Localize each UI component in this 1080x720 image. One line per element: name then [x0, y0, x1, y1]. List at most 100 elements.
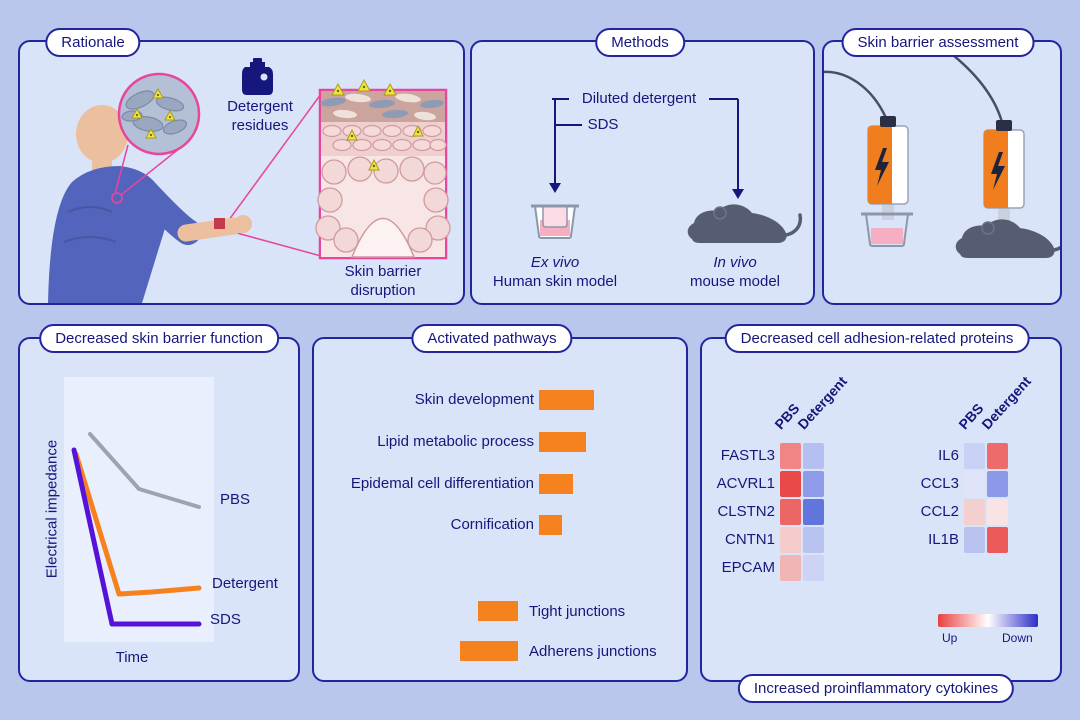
gene-label: ACVRL1	[716, 475, 775, 492]
gene-label: CCL2	[920, 503, 959, 520]
skin-cross-section-image	[315, 78, 451, 260]
treatment2-label: SDS	[587, 116, 619, 133]
heatmap-cell	[780, 443, 801, 469]
pathways-panel: Skin development Lipid metabolic process…	[312, 337, 688, 682]
series-label-sds: SDS	[210, 611, 241, 628]
heatmap-cell	[803, 555, 824, 581]
series-label-pbs: PBS	[220, 491, 251, 508]
heatmap-row: CLSTN2	[710, 499, 826, 525]
sds-line	[71, 447, 202, 627]
heatmap-cell	[987, 527, 1008, 553]
detergent-residues-label: Detergent residues	[227, 98, 293, 134]
heatmap-row: ACVRL1	[710, 471, 826, 497]
barrier-function-title: Decreased skin barrier function	[39, 324, 279, 353]
skin-disruption-label: Skin barrier disruption	[344, 263, 422, 299]
methods-panel: Diluted detergent SDS Ex vivo Human skin…	[470, 40, 815, 305]
person-illustration	[48, 105, 252, 303]
impedance-probe-exvivo	[867, 116, 909, 220]
heatmap-cell	[964, 499, 985, 525]
pathway-bar	[539, 515, 562, 535]
pathway-label: Epidemal cell differentiation	[350, 475, 534, 492]
treatment-flow-lines	[552, 98, 739, 190]
legend-gradient	[938, 614, 1038, 627]
junction-bar	[478, 601, 518, 621]
gene-label: IL6	[938, 447, 959, 464]
column-header-detergent: Detergent	[978, 373, 1034, 433]
wrist-marker	[214, 218, 225, 229]
assessment-panel	[822, 40, 1062, 305]
pathway-label: Skin development	[414, 391, 534, 408]
magnified-skin-circle	[117, 72, 201, 156]
invivo-italic: In vivo	[713, 254, 757, 271]
pathway-label: Cornification	[450, 516, 534, 533]
invivo-model-label: In vivo mouse model	[660, 254, 810, 292]
heatmap-cell	[780, 527, 801, 553]
exvivo-italic: Ex vivo	[530, 254, 580, 271]
heatmap-row: CCL2	[898, 499, 1010, 525]
treatment1-label: Diluted detergent	[581, 90, 697, 107]
mouse-icon	[687, 204, 803, 243]
methods-title: Methods	[595, 28, 685, 57]
rationale-panel: Detergent residues Skin barrier disrupti…	[18, 40, 465, 305]
assessment-illustration	[824, 42, 1060, 258]
heatmap-cell	[964, 443, 985, 469]
adhesion-heatmap: FASTL3 ACVRL1 CLSTN2 CNTN1 EPCAM	[710, 443, 826, 583]
pathway-label: Lipid metabolic process	[377, 433, 534, 450]
culture-dish-icon	[531, 204, 579, 239]
assessment-title: Skin barrier assessment	[841, 28, 1035, 57]
pbs-line	[88, 432, 201, 509]
heatmap-cell	[803, 527, 824, 553]
methods-illustration	[531, 98, 803, 243]
heatmap-cell	[803, 499, 824, 525]
exvivo-rest: Human skin model	[492, 272, 618, 290]
detergent-bottle-icon	[242, 58, 273, 95]
gene-label: EPCAM	[721, 559, 775, 576]
legend-down-label: Down	[1002, 631, 1033, 645]
heatmap-cell	[964, 471, 985, 497]
heatmap-cell	[780, 499, 801, 525]
lightning-bolt-icon	[875, 148, 889, 186]
heatmap-cell	[803, 471, 824, 497]
mouse-icon	[955, 219, 1060, 258]
heatmap-cell	[964, 527, 985, 553]
pathway-bar	[539, 432, 586, 452]
heatmap-cell	[987, 499, 1008, 525]
heatmap-row: IL6	[898, 443, 1010, 469]
y-axis-label: Electrical impedance	[43, 439, 61, 579]
lightning-bolt-icon	[991, 152, 1005, 190]
x-axis-label: Time	[115, 649, 149, 666]
arrow-down-invivo	[732, 189, 744, 199]
junction-bar	[460, 641, 518, 661]
gene-label: CLSTN2	[717, 503, 775, 520]
junction-label: Tight junctions	[529, 603, 626, 620]
proteins-panel: PBS Detergent FASTL3 ACVRL1 CLSTN2 CNTN1	[700, 337, 1062, 682]
heatmap-cell	[987, 443, 1008, 469]
impedance-line-chart	[64, 377, 214, 642]
gene-label: CCL3	[920, 475, 959, 492]
barrier-function-panel: Electrical impedance Time PBS Detergent …	[18, 337, 300, 682]
culture-dish-icon	[861, 212, 913, 247]
cytokines-title: Increased proinflammatory cytokines	[737, 674, 1015, 703]
column-header-detergent: Detergent	[794, 373, 850, 433]
heatmap-row: CCL3	[898, 471, 1010, 497]
gene-label: IL1B	[928, 531, 959, 548]
pathway-bar	[539, 390, 594, 410]
series-label-detergent: Detergent	[212, 575, 278, 592]
invivo-rest: mouse model	[689, 272, 781, 290]
proteins-title: Decreased cell adhesion-related proteins	[724, 324, 1030, 353]
gene-label: FASTL3	[720, 447, 775, 464]
heatmap-cell	[780, 555, 801, 581]
zoom-connector-lines	[225, 93, 322, 257]
heatmap-row: IL1B	[898, 527, 1010, 553]
rationale-illustration	[48, 58, 451, 303]
pathway-bar	[539, 474, 573, 494]
heatmap-row: EPCAM	[710, 555, 826, 581]
exvivo-model-label: Ex vivo Human skin model	[475, 254, 635, 292]
cytokine-heatmap: IL6 CCL3 CCL2 IL1B	[898, 443, 1010, 555]
rationale-title: Rationale	[45, 28, 141, 57]
arrow-down-exvivo	[549, 183, 561, 193]
detergent-line	[73, 451, 202, 597]
chest-marker	[111, 192, 123, 204]
heatmap-cell	[780, 471, 801, 497]
